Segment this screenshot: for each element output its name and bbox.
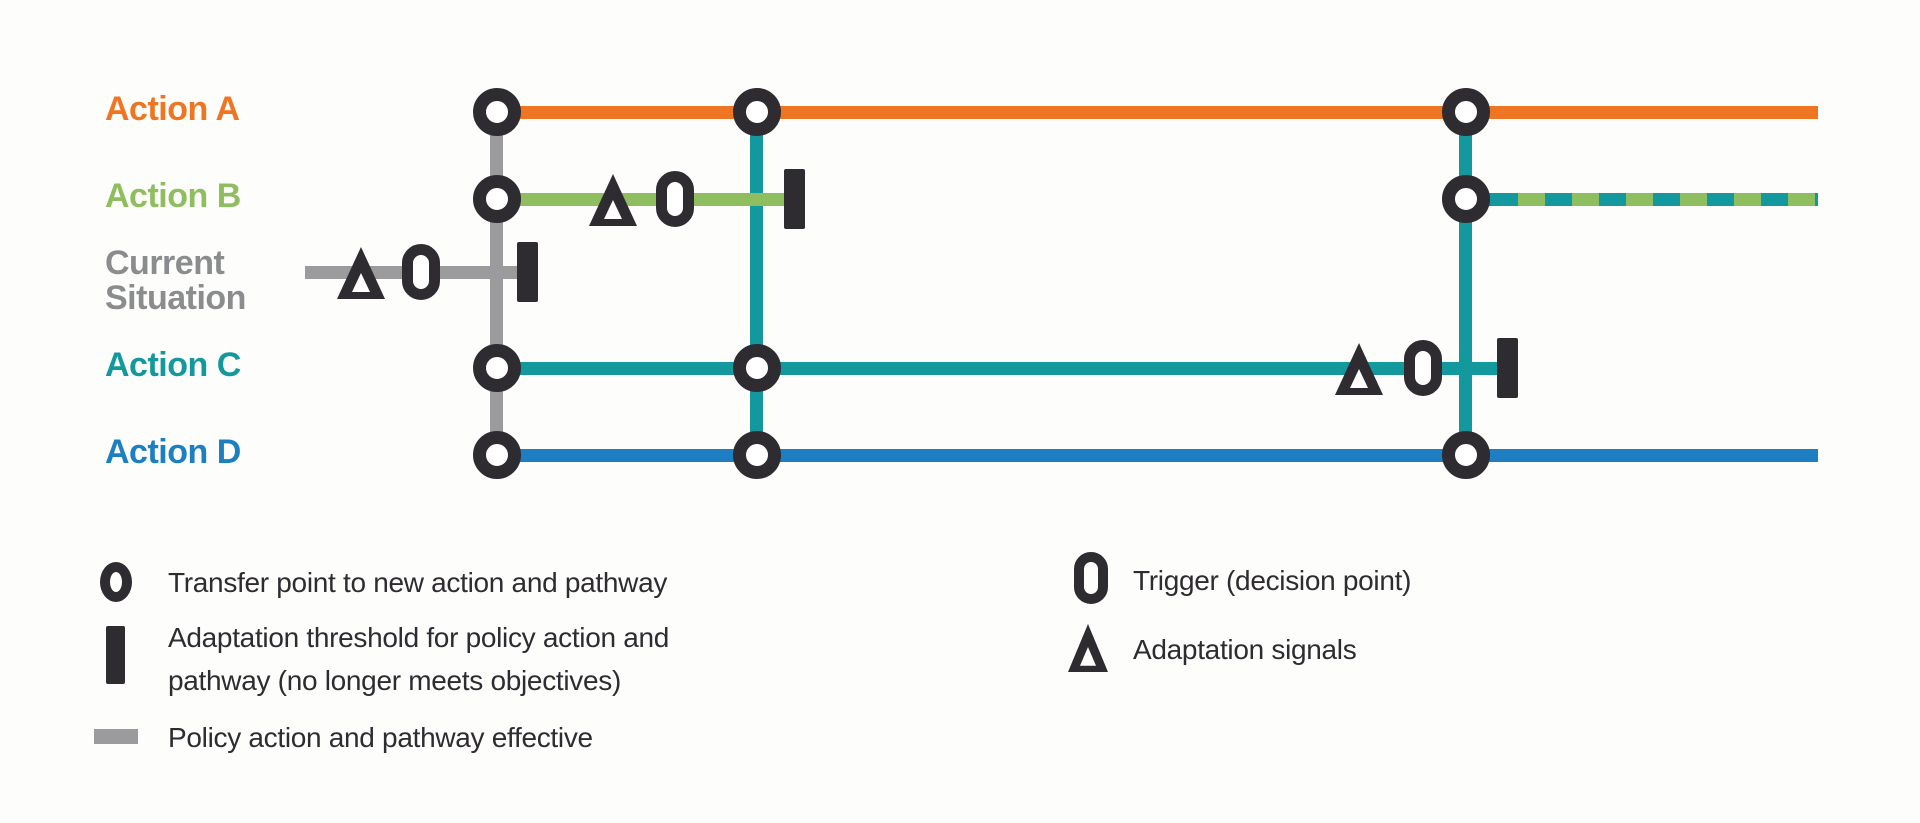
transfer-point-icon <box>733 344 781 392</box>
connector-teal-vertical-1 <box>750 112 763 455</box>
trigger-icon <box>656 171 694 227</box>
adaptation-threshold-icon <box>784 169 805 229</box>
row-label-action-c: Action C <box>105 346 241 384</box>
transfer-point-icon <box>100 562 132 602</box>
row-label-action-d: Action D <box>105 433 241 471</box>
transfer-point-icon <box>473 344 521 392</box>
connector-gray-vertical <box>490 112 503 455</box>
transfer-point-icon <box>1442 431 1490 479</box>
current-situation-line1: Current <box>105 244 225 282</box>
row-label-action-a: Action A <box>105 90 240 128</box>
legend-trigger-label: Trigger (decision point) <box>1133 565 1412 596</box>
connector-teal-vertical-2 <box>1459 112 1472 455</box>
pathway-effective-icon <box>94 729 138 744</box>
legend-pathway-effective-label: Policy action and pathway effective <box>168 722 593 753</box>
pathway-action-d <box>497 449 1818 462</box>
adaptation-threshold-icon <box>517 242 538 302</box>
row-label-action-b: Action B <box>105 177 241 215</box>
pathway-action-b <box>497 193 787 206</box>
adaptation-signal-icon <box>1068 624 1108 672</box>
trigger-icon <box>1074 552 1108 604</box>
legend-adaptation-signals-label: Adaptation signals <box>1133 634 1357 665</box>
row-label-current-situation: Current Situation <box>105 246 246 316</box>
transfer-point-icon <box>473 88 521 136</box>
transfer-point-icon <box>473 175 521 223</box>
adaptation-threshold-icon <box>106 626 125 684</box>
transfer-point-icon <box>733 431 781 479</box>
legend-transfer-point-label: Transfer point to new action and pathway <box>168 567 668 598</box>
current-situation-line2: Situation <box>105 279 246 317</box>
trigger-icon <box>1404 340 1442 396</box>
transfer-point-icon <box>733 88 781 136</box>
transfer-point-icon <box>1442 175 1490 223</box>
adaptation-threshold-icon <box>1497 338 1518 398</box>
transfer-point-icon <box>1442 88 1490 136</box>
legend-adaptation-threshold-label: Adaptation threshold for policy action a… <box>168 622 670 696</box>
transfer-point-icon <box>473 431 521 479</box>
pathway-action-b-dashed <box>1483 193 1818 206</box>
trigger-icon <box>402 244 440 300</box>
pathway-action-a <box>497 106 1818 119</box>
